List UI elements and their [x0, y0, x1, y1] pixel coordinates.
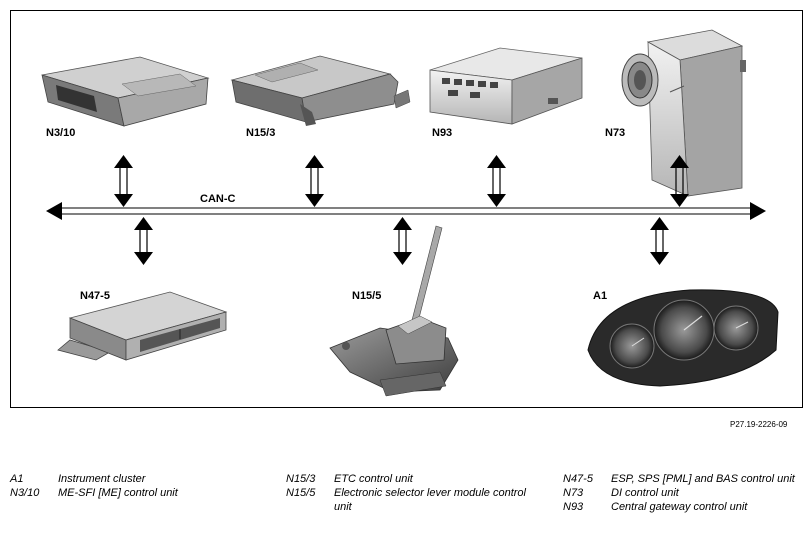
label-n93: N93 — [432, 127, 453, 139]
n47-5-control-unit-image — [57, 291, 228, 361]
connector-arrow-n15-5 — [393, 217, 412, 265]
n15-5-control-unit-image — [329, 225, 459, 397]
can-bus-diagram — [41, 29, 779, 397]
label-n15-5: N15/5 — [352, 290, 382, 302]
n3-10-control-unit-image — [41, 56, 210, 127]
label-n47-5: N47-5 — [80, 290, 110, 302]
legend-column-3: N47-5 ESP, SPS [PML] and BAS control uni… — [563, 472, 803, 514]
connector-arrow-n73 — [670, 155, 689, 207]
label-n3-10: N3/10 — [46, 127, 76, 139]
diagram-frame — [10, 10, 803, 408]
n93-control-unit-image — [429, 47, 583, 125]
legend-description: DI control unit — [611, 487, 679, 499]
legend-description: Electronic selector lever module control… — [334, 487, 526, 513]
label-a1: A1 — [593, 290, 608, 302]
connector-arrow-n93 — [487, 155, 506, 207]
n73-control-unit-image — [621, 29, 746, 197]
a1-instrument-cluster-image — [587, 289, 779, 387]
can-c-bus-line — [46, 202, 766, 220]
legend-code: N73 — [563, 487, 584, 499]
connector-arrow-n47-5 — [134, 217, 153, 265]
legend-item: N73 DI control unit — [563, 486, 803, 500]
legend-item: N47-5 ESP, SPS [PML] and BAS control uni… — [563, 472, 803, 486]
legend-code: N47-5 — [563, 473, 593, 485]
label-n15-3: N15/3 — [246, 127, 276, 139]
legend-description: ESP, SPS [PML] and BAS control unit — [611, 473, 795, 485]
legend-column-2: N15/3 ETC control unit N15/5 Electronic … — [286, 472, 526, 514]
legend-code: N15/5 — [286, 487, 316, 499]
connector-arrow-a1 — [650, 217, 669, 265]
label-n73: N73 — [605, 127, 626, 139]
connector-arrow-n3-10 — [114, 155, 133, 207]
legend-code: N93 — [563, 501, 584, 513]
legend-item: N15/3 ETC control unit — [286, 472, 526, 486]
legend-description: ETC control unit — [334, 473, 413, 485]
connector-arrow-n15-3 — [305, 155, 324, 207]
legend-description: ME-SFI [ME] control unit — [58, 487, 178, 499]
legend-item: A1 Instrument cluster — [10, 472, 270, 486]
legend-description: Central gateway control unit — [611, 501, 748, 513]
legend-item: N15/5 Electronic selector lever module c… — [286, 486, 526, 514]
n15-3-control-unit-image — [230, 55, 411, 126]
legend-code: N3/10 — [10, 487, 40, 499]
figure-reference: P27.19-2226-09 — [730, 420, 788, 429]
legend-item: N3/10 ME-SFI [ME] control unit — [10, 486, 270, 500]
legend-item: N93 Central gateway control unit — [563, 500, 803, 514]
legend-column-1: A1 Instrument cluster N3/10 ME-SFI [ME] … — [10, 472, 270, 500]
legend-description: Instrument cluster — [58, 473, 146, 485]
legend-code: A1 — [10, 473, 24, 485]
legend-code: N15/3 — [286, 473, 316, 485]
bus-label: CAN-C — [200, 193, 236, 205]
